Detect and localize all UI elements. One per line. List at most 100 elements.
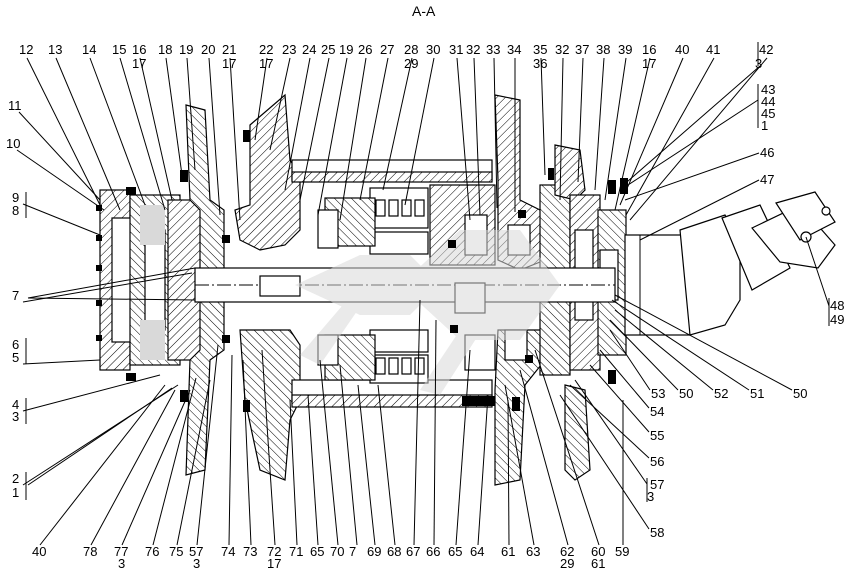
bearing-roller: [414, 199, 425, 217]
callout-top-sub-5: 17: [642, 56, 656, 71]
callout-bottom-3: 76: [145, 544, 159, 559]
leader-bottom-8: [261, 349, 276, 546]
callout-left-1: 10: [6, 136, 20, 151]
callout-top-sub-2: 17: [259, 56, 273, 71]
leader-right-2: [805, 236, 830, 307]
callout-right-lower-2: 52: [714, 386, 728, 401]
leader-lines: [16, 42, 830, 546]
leader-top-0: [26, 57, 101, 206]
leader-top-8: [229, 57, 241, 221]
callout-bottom-4: 75: [169, 544, 183, 559]
fasteners: [222, 168, 554, 411]
grey-flow-highlight: [295, 230, 560, 395]
callout-bottom-sub-2: 17: [267, 556, 281, 571]
leader-top-23: [559, 57, 564, 201]
bearing-roller: [388, 357, 399, 375]
callout-top-sub-1: 17: [222, 56, 236, 71]
callout-top-24: 37: [575, 42, 589, 57]
callout-right-stack-3: 1: [761, 118, 768, 133]
leader-bottom-2: [121, 389, 191, 546]
callout-right-lower-1: 50: [679, 386, 693, 401]
callout-top-7: 20: [201, 42, 215, 57]
leader-bottom-5: [196, 344, 219, 546]
leader-top-4: [139, 57, 173, 201]
callout-top-8: 21: [222, 42, 236, 57]
callout-bottom-17: 65: [448, 544, 462, 559]
leader-7b: [27, 297, 196, 301]
callout-right-stack-1: 44: [761, 94, 775, 109]
leader-bottom-15: [413, 299, 421, 546]
callout-top-14: 26: [358, 42, 372, 57]
leader-top-5: [165, 57, 183, 176]
leader-top-22: [540, 57, 546, 176]
callout-left-7: 4: [12, 397, 19, 412]
callout-left-6: 5: [12, 350, 19, 365]
callout-right-2: 48: [830, 298, 844, 313]
leader-bottom-22: [534, 349, 600, 546]
callout-top-28: 40: [675, 42, 689, 57]
leader-top-24: [577, 57, 584, 183]
callout-bottom-9: 71: [289, 544, 303, 559]
leader-right-lower-5: [599, 349, 650, 409]
leader-right-lower-7: [569, 384, 650, 459]
callout-bottom-11: 70: [330, 544, 344, 559]
bearing-group: [317, 187, 429, 384]
callout-top-1: 13: [48, 42, 62, 57]
callout-bottom-14: 68: [387, 544, 401, 559]
leader-right-lower-6: [589, 364, 650, 433]
leader-top-13: [317, 57, 348, 216]
callout-top-10: 23: [282, 42, 296, 57]
callout-top-19: 32: [466, 42, 480, 57]
leader-top-17: [404, 57, 435, 206]
left-end-housing: [96, 170, 204, 402]
leader-bottom-18: [477, 394, 489, 546]
leader-right-lower-0: [609, 329, 651, 391]
leader-bottom-12: [339, 364, 358, 546]
callout-left-10: 1: [12, 485, 19, 500]
callout-bottom-8: 72: [267, 544, 281, 559]
leader-right-lower-1: [609, 319, 679, 391]
leader-top-2: [89, 57, 146, 206]
callout-left-3: 8: [12, 203, 19, 218]
callout-right-0: 46: [760, 145, 774, 160]
callout-top-25: 38: [596, 42, 610, 57]
leader-top-20: [493, 57, 498, 209]
leader-top-25: [594, 57, 605, 191]
leader-top-7: [208, 57, 221, 216]
callout-top-0: 12: [19, 42, 33, 57]
callout-top-27: 16: [642, 42, 656, 57]
callout-right-lower-5: 54: [650, 404, 664, 419]
leader-left-0: [18, 111, 101, 201]
leader-bottom-20: [504, 384, 535, 546]
callout-top-12: 25: [321, 42, 335, 57]
callout-top-4: 16: [132, 42, 146, 57]
leader-bottom-19: [507, 399, 510, 546]
callout-top-2: 14: [82, 42, 96, 57]
callout-bottom-7: 73: [243, 544, 257, 559]
bearing-roller: [401, 357, 412, 375]
callout-top-20: 33: [486, 42, 500, 57]
callout-bottom-sub-3: 29: [560, 556, 574, 571]
callout-bottom-6: 74: [221, 544, 235, 559]
hydraulic-motor: [624, 191, 836, 336]
leader-left-6: [22, 359, 101, 365]
leader-top-16: [382, 57, 413, 191]
leader-7a: [27, 267, 196, 299]
callout-right-lower-4: 50: [793, 386, 807, 401]
callout-top-5: 18: [158, 42, 172, 57]
callout-bottom-21: 62: [560, 544, 574, 559]
callout-bottom-18: 64: [470, 544, 484, 559]
bearing-roller: [414, 357, 425, 375]
callout-bottom-10: 65: [310, 544, 324, 559]
callout-bottom-20: 63: [526, 544, 540, 559]
leader-bottom-1: [90, 389, 176, 546]
leader-bottom-13: [357, 384, 376, 546]
leader-bottom-7: [242, 359, 252, 546]
callout-bottom-13: 69: [367, 544, 381, 559]
leader-57: [574, 379, 648, 485]
leader-top-12: [299, 57, 330, 201]
bearing-roller: [388, 199, 399, 217]
leader-top-9: [254, 57, 268, 141]
callout-top-18: 31: [449, 42, 463, 57]
